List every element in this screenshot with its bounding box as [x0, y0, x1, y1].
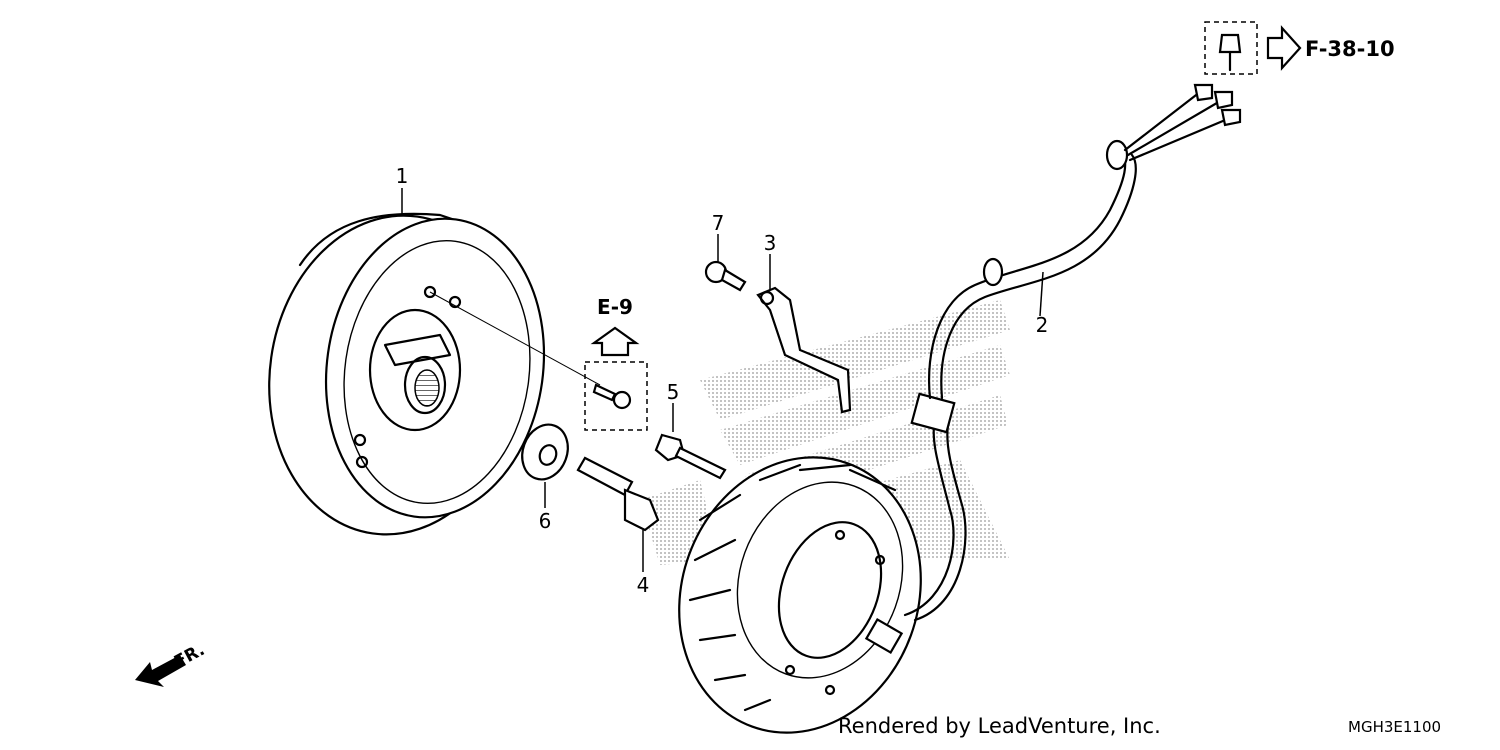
callout-2: 2	[1036, 313, 1049, 337]
washer-part	[521, 423, 569, 481]
hollow-arrow-right-icon	[1266, 25, 1302, 71]
callout-4: 4	[637, 573, 650, 597]
screw-part	[704, 260, 747, 292]
stator-bolt-part	[654, 433, 727, 480]
credit-text: Rendered by LeadVenture, Inc.	[838, 714, 1161, 738]
flywheel-bolt-part	[576, 456, 660, 532]
reference-e9: E-9	[597, 295, 633, 319]
diagram-code: MGH3E1100	[1348, 718, 1441, 736]
wire-bracket-part	[756, 286, 852, 414]
hollow-arrow-up-icon	[590, 326, 640, 357]
arrow-down-left-icon	[135, 655, 186, 687]
callout-3: 3	[764, 231, 777, 255]
callout-1: 1	[396, 164, 409, 188]
f3810-reference-box	[1204, 21, 1302, 75]
callout-7: 7	[712, 211, 725, 235]
callout-5: 5	[667, 380, 680, 404]
stator-part	[678, 456, 922, 734]
flywheel-part	[268, 212, 546, 536]
front-direction-indicator: FR.	[135, 640, 208, 687]
reference-f3810: F-38-10	[1305, 37, 1395, 61]
e9-reference-box	[584, 326, 648, 431]
callout-6: 6	[539, 509, 552, 533]
leader-lines	[401, 188, 1044, 572]
